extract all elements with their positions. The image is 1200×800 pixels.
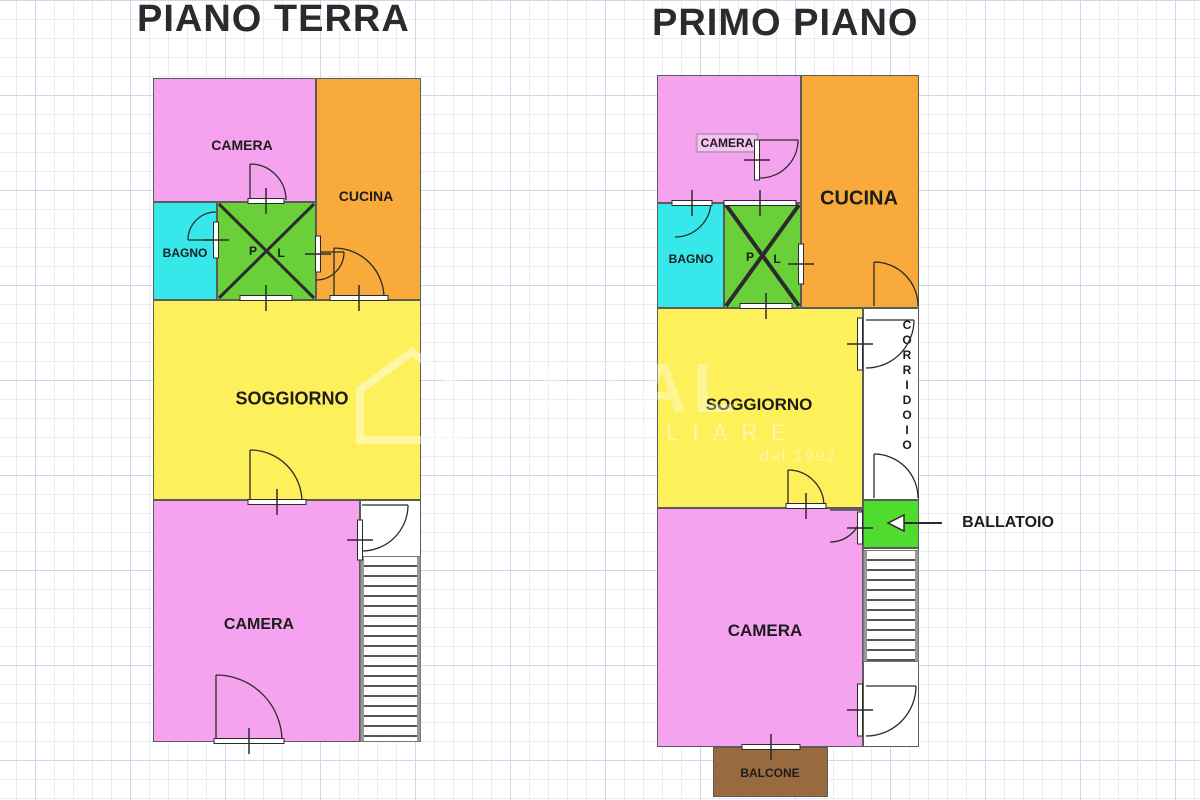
gf-soggiorno-room	[153, 300, 421, 500]
gf-soggiorno-label: SOGGIORNO	[235, 388, 349, 409]
ff-soggiorno-label: SOGGIORNO	[705, 395, 813, 414]
ff-camera-bottom-label: CAMERA	[727, 621, 803, 640]
ff-camera-bottom-room	[657, 508, 863, 747]
watermark-year: dal 1992	[760, 448, 838, 465]
gf-door-camera-top-icon	[249, 163, 287, 201]
ff-balcone-label: BALCONE	[740, 766, 800, 780]
ff-shaft-cross-icon	[724, 203, 801, 308]
gf-camera-top-label: CAMERA	[211, 137, 273, 153]
gf-staircase	[360, 556, 421, 742]
ff-door-soggiorno-icon	[787, 469, 825, 507]
ff-door-corridoio-end-icon	[873, 453, 919, 499]
gf-camera-top-room	[153, 78, 316, 202]
gf-shaft-p-label: P	[248, 244, 258, 258]
ff-staircase	[863, 550, 919, 662]
watermark-subtitle: LLIARE	[640, 420, 800, 445]
gf-door-entrance-icon	[215, 674, 283, 742]
gf-cucina-label: CUCINA	[338, 188, 394, 204]
ff-door-camera-top-icon	[759, 139, 799, 179]
ff-shaft-l-label: L	[773, 252, 781, 266]
gf-door-bagno-icon	[187, 211, 217, 241]
gf-camera-bottom-room	[153, 500, 360, 742]
ff-door-soggiorno-corr-icon	[865, 319, 915, 369]
ff-soggiorno-room	[657, 308, 863, 508]
ff-door-bagno-icon	[674, 200, 712, 238]
ff-bagno-label: BAGNO	[668, 252, 714, 266]
ff-camera-top-label: CAMERA	[695, 133, 759, 153]
ff-shaft-p-label: P	[745, 250, 755, 264]
ff-camera-top-room	[657, 75, 801, 203]
gf-door-cucina-icon	[333, 247, 385, 299]
gf-door-soggiorno-icon	[249, 449, 303, 503]
ff-cucina-label: CUCINA	[820, 187, 898, 210]
ff-bagno-room	[657, 203, 724, 308]
gf-camera-bottom-label: CAMERA	[223, 616, 295, 633]
gf-bagno-label: BAGNO	[162, 246, 208, 260]
ff-door-camera-bottom-icon	[865, 685, 917, 737]
watermark-wordmark: STAL	[540, 349, 742, 427]
ground-floor-title: PIANO TERRA	[137, 0, 410, 40]
first-floor-title: PRIMO PIANO	[652, 2, 919, 44]
gf-shaft-l-label: L	[277, 246, 285, 260]
arrow-left-icon	[886, 513, 942, 533]
ff-door-cucina-icon	[873, 261, 919, 307]
gf-shaft-cross-icon	[217, 202, 316, 300]
gf-door-stairs-icon	[361, 504, 409, 552]
ff-ballatoio-label: BALLATOIO	[962, 514, 1054, 531]
